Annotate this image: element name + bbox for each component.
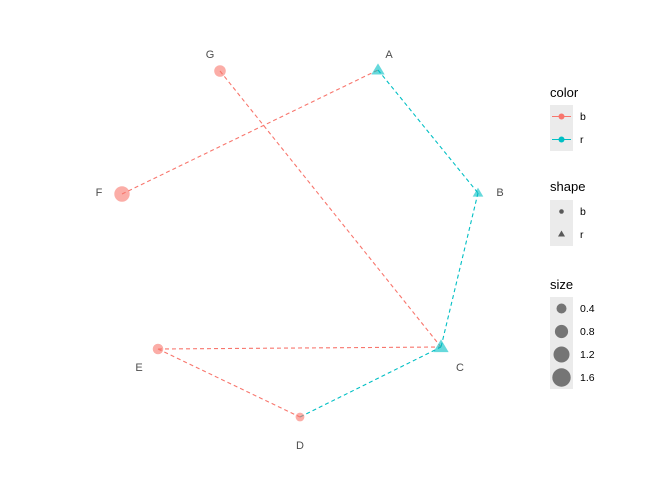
node-label-g: G [206, 49, 215, 61]
labels-layer: A B C D E F G [96, 49, 504, 452]
legend-shape-title: shape [550, 179, 585, 194]
edge-b-c [440, 192, 479, 348]
legend-size-1.2-dot [553, 346, 570, 363]
legend-size-0.8-label: 0.8 [580, 326, 595, 338]
node-c [433, 339, 449, 353]
node-f [114, 186, 130, 202]
edges-layer [121, 69, 479, 418]
node-label-b: B [496, 187, 503, 199]
legend-color-b-label: b [580, 111, 586, 123]
legend-size-title: size [550, 277, 573, 292]
node-label-d: D [296, 440, 304, 452]
node-label-a: A [385, 49, 393, 61]
node-b [472, 187, 484, 197]
node-label-e: E [135, 362, 142, 374]
legend-shape-b-dot [559, 209, 564, 214]
legend-size-0.8-dot [554, 324, 569, 339]
legend-size-0.4-label: 0.4 [580, 303, 595, 315]
node-e [152, 343, 164, 355]
legend-color-b-dot [558, 113, 565, 120]
legend-size-0.4-dot [556, 303, 567, 314]
node-label-f: F [96, 187, 103, 199]
legend-shape-r-label: r [580, 229, 584, 241]
legend-size: size 0.4 0.8 1.2 1.6 [550, 277, 595, 389]
node-d [295, 412, 305, 422]
edge-e-d [157, 348, 301, 418]
legend-shape-b-label: b [580, 206, 586, 218]
legend-color: color b r [550, 85, 586, 151]
node-label-c: C [456, 362, 464, 374]
legend-size-1.6-label: 1.6 [580, 372, 595, 384]
legend-color-r-dot [558, 136, 565, 143]
edge-e-c [157, 346, 442, 350]
legend-shape-r-triangle [558, 230, 565, 237]
edge-g-c [219, 70, 442, 348]
legend-size-1.2-label: 1.2 [580, 349, 595, 361]
node-g [214, 65, 226, 77]
legend-size-1.6-dot [552, 368, 571, 387]
node-a [371, 63, 385, 75]
legend-key-bg [550, 297, 573, 389]
edge-f-a [121, 69, 379, 195]
edge-d-c [299, 346, 442, 418]
edge-a-b [377, 69, 479, 194]
legend-shape: shape b r [550, 179, 586, 246]
nodes-layer [114, 63, 484, 422]
legend-color-title: color [550, 85, 579, 100]
legend-color-r-label: r [580, 134, 584, 146]
